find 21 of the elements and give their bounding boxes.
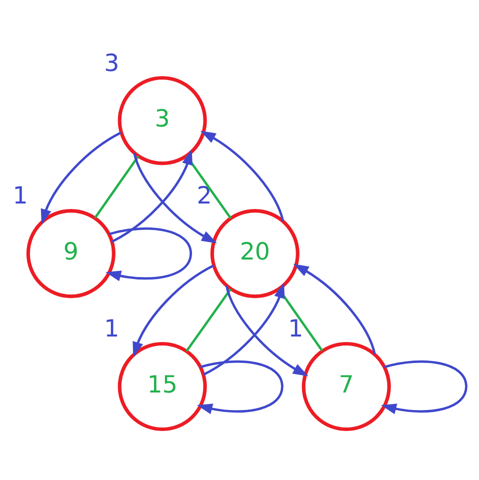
node-label: 1 <box>12 181 28 210</box>
node-label: 1 <box>288 314 304 342</box>
arrow <box>202 282 285 376</box>
arrow <box>293 263 376 354</box>
arrow <box>196 360 284 414</box>
arrow <box>132 264 214 357</box>
connector <box>278 288 324 351</box>
connector <box>186 288 232 352</box>
node-circle: 7 <box>302 342 391 431</box>
connector <box>186 154 232 218</box>
arrow <box>225 284 308 376</box>
arrow <box>133 152 217 243</box>
arrow <box>40 131 122 224</box>
connector <box>94 154 140 218</box>
node-label: 2 <box>196 181 212 210</box>
arrow <box>200 130 284 221</box>
arrow <box>111 148 193 242</box>
arrow <box>106 226 192 281</box>
node-label: 3 <box>104 48 120 76</box>
arrow <box>380 360 468 414</box>
node-label: 1 <box>104 314 120 342</box>
